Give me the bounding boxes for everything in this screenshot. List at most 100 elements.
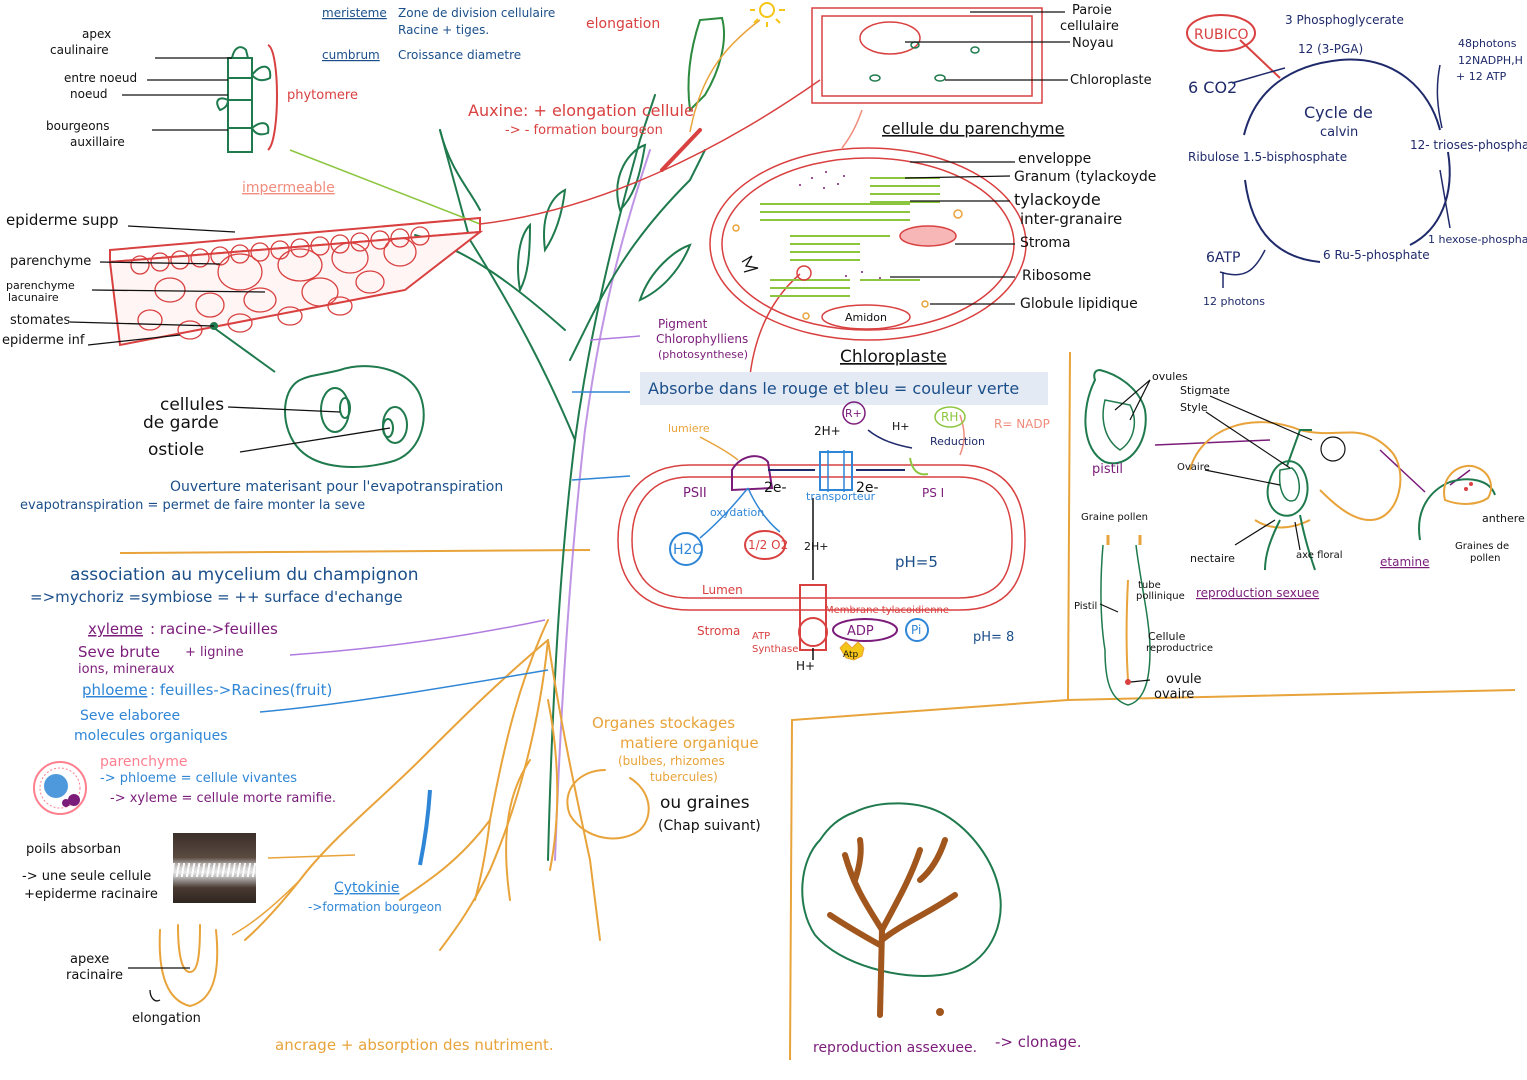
etamine-label: etamine (1380, 555, 1429, 569)
intergranaire-label: inter-granaire (1020, 210, 1122, 228)
lumen-label: Lumen (702, 583, 743, 597)
ions-label: ions, mineraux (78, 662, 175, 677)
storage-line-3: (bulbes, rhizomes (618, 754, 725, 768)
pistil-label: pistil (1092, 462, 1123, 477)
apex-racinaire-label-2: racinaire (66, 968, 123, 983)
storage-notes: Organes stockages matiere organique (bul… (592, 714, 761, 834)
pigment-line-1: Pigment (658, 317, 708, 331)
noeud-label: noeud (70, 87, 108, 101)
elongation-top-label: elongation (586, 16, 660, 32)
lumiere-label: lumiere (668, 422, 710, 435)
entre-noeud-label: entre noeud (64, 71, 137, 85)
cellulaire-label: cellulaire (1060, 19, 1119, 34)
cellule-parenchyme-title: cellule du parenchyme (882, 119, 1064, 138)
psii-label: PSII (683, 486, 707, 501)
h2o-label: H2O (673, 542, 703, 558)
chloroplast-diagram: enveloppe Granum (tylackoyde tylackoyde … (709, 147, 1156, 367)
calvin-title-1: Cycle de (1304, 103, 1373, 122)
enveloppe-label: enveloppe (1018, 151, 1091, 167)
pga-label: 12 (3-PGA) (1298, 42, 1363, 56)
molecules-label: molecules organiques (74, 728, 228, 744)
vascular-cross-section (33, 761, 87, 815)
parenchyme-lacunaire-label-1: parenchyme (6, 279, 75, 292)
repro-sexuee-label: reproduction sexuee (1196, 586, 1319, 600)
two-e-1-label: 2e- (764, 480, 787, 496)
style-label: Style (1180, 401, 1208, 414)
storage-line-4: tubercules) (650, 770, 718, 784)
tube-label-1: tube (1138, 580, 1161, 591)
meristem-notes: meristeme Zone de division cellulaire Ra… (322, 2, 785, 62)
auxine-line-1: Auxine: + elongation cellule (468, 101, 694, 120)
parenchyme-lacunaire-label-2: lacunaire (8, 291, 59, 304)
globule-label: Globule lipidique (1020, 296, 1138, 312)
hexose-label: 1 hexose-phosphate (1428, 233, 1527, 246)
storage-line-2: matiere organique (620, 734, 759, 752)
phloeme-cells-label: -> phloeme = cellule vivantes (100, 771, 297, 786)
section-dividers (119, 351, 1516, 1061)
cellules-label: cellules (160, 395, 224, 415)
ovule-label: ovule (1166, 672, 1202, 687)
ph5-label: pH=5 (895, 553, 938, 571)
lignine-label: + lignine (185, 645, 244, 660)
root-notes: association au mycelium du champignon =>… (22, 565, 554, 1054)
cambium-term: cumbrum (322, 48, 380, 62)
axillaire-label: auxillaire (70, 135, 125, 149)
xyleme-def: : racine->feuilles (150, 620, 278, 638)
atp-synthase-label-2: Synthase (752, 644, 798, 655)
amidon-label: Amidon (845, 311, 887, 324)
co2-label: 6 CO2 (1188, 78, 1237, 97)
flower-reproduction: ovules Stigmate Style Ovaire pistil Grai… (1074, 368, 1525, 706)
two-h-top-label: 2H+ (814, 424, 841, 438)
epiderme-sup-label: epiderme supp (6, 211, 119, 229)
atp-synthase-label-1: ATP (752, 631, 770, 642)
stomate-diagram: cellules de garde ostiole Ouverture mate… (20, 365, 503, 513)
rh-label: RH (941, 410, 958, 424)
absorbe-text: Absorbe dans le rouge et bleu = couleur … (648, 379, 1019, 398)
cambium-def: Croissance diametre (398, 48, 521, 62)
pigment-line-3: (photosynthese) (658, 348, 748, 361)
stroma-chloro-label: Stroma (1020, 235, 1071, 251)
cellule-rep-label-2: reproductrice (1146, 643, 1213, 654)
three-phospho-label: 3 Phosphoglycerate (1285, 13, 1404, 27)
ancrage-label: ancrage + absorption des nutriment. (275, 1036, 554, 1054)
graines-line-2: (Chap suivant) (658, 818, 761, 834)
seule-cellule-label: -> une seule cellule (22, 869, 151, 884)
meristeme-def-2: Racine + tiges. (398, 23, 489, 37)
two-h-mid-label: 2H+ (804, 540, 829, 553)
calvin-title-2: calvin (1320, 125, 1358, 140)
epiderme-racinaire-label: +epiderme racinaire (24, 887, 158, 902)
ph8-label: pH= 8 (973, 630, 1014, 645)
plant-cell-diagram: Paroie cellulaire Noyau Chloroplaste cel… (811, 3, 1152, 138)
phytomere-label: phytomere (287, 88, 358, 103)
nectaire-label: nectaire (1190, 552, 1235, 565)
ouverture-label: Ouverture materisant pour l'evapotranspi… (170, 479, 503, 495)
mychoriz-label: =>mychoriz =symbiose = ++ surface d'echa… (30, 588, 403, 606)
thylakoid-light-phase: lumiere PSII oxydation H2O 1/2 O2 2e- 2e… (617, 401, 1050, 673)
cytokinine-def-label: ->formation bourgeon (308, 900, 442, 914)
sun-icon (750, 2, 785, 27)
phloeme-def: : feuilles->Racines(fruit) (150, 681, 332, 699)
half-o2-label: 1/2 O2 (748, 538, 788, 552)
photons12-label: 12 photons (1203, 295, 1265, 308)
absorbe-highlight (640, 372, 1048, 405)
elongation-root-label: elongation (132, 1011, 201, 1026)
parenchyme-root-label: parenchyme (100, 754, 188, 770)
parenchyme-label: parenchyme (10, 254, 91, 269)
psi-label: PS I (922, 486, 944, 500)
axe-floral-label: axe floral (1296, 550, 1343, 561)
chloroplaste-cell-label: Chloroplaste (1070, 73, 1152, 88)
noyau-label: Noyau (1072, 36, 1114, 51)
pi-label: Pi (911, 623, 921, 637)
chloroplaste-title: Chloroplaste (840, 347, 947, 367)
meristeme-term: meristeme (322, 6, 387, 20)
membrane-label: Membrane tylacoidienne (825, 605, 949, 616)
graines-line-1: ou graines (660, 793, 750, 813)
graines-pollen-label-2: pollen (1470, 553, 1501, 564)
ostiole-label: ostiole (148, 440, 204, 460)
cellule-rep-label-1: Cellule (1148, 630, 1186, 643)
xyleme-cells-label: -> xyleme = cellule morte ramifie. (110, 791, 336, 806)
two-e-2-label: 2e- (856, 480, 879, 496)
ovaire2-label: ovaire (1154, 687, 1194, 702)
granum-label: Granum (tylackoyde (1014, 169, 1156, 185)
clonage-label: -> clonage. (995, 1033, 1082, 1051)
